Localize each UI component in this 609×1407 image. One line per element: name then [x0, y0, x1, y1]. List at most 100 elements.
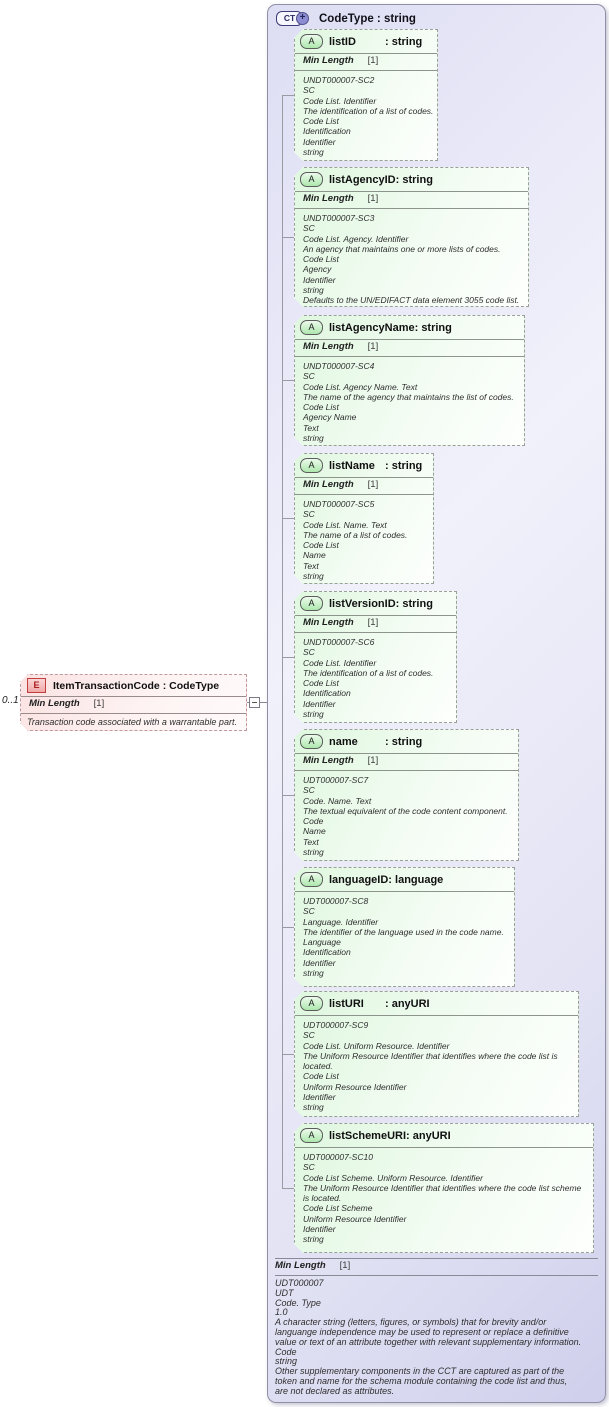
- facet-label: Min Length: [303, 55, 354, 66]
- facet-value: [1]: [367, 479, 379, 490]
- attribute-box-name[interactable]: A name : string Min Length [1] UDT000007-…: [294, 729, 519, 861]
- facet-label: Min Length: [303, 193, 354, 204]
- complextype-icon: CT+: [276, 11, 309, 26]
- divider: [295, 753, 518, 754]
- attribute-type: : string: [385, 735, 423, 748]
- attribute-header: A listAgencyID : string: [295, 168, 528, 191]
- attribute-type: : string: [414, 321, 452, 334]
- complextype-facet-row: Min Length[1]: [275, 1260, 350, 1271]
- tree-stub: [282, 927, 295, 928]
- divider: [295, 1015, 578, 1016]
- facet-row: Min Length [1]: [295, 754, 518, 770]
- attribute-type: : string: [395, 597, 433, 610]
- divider: [295, 770, 518, 771]
- attribute-type: : string: [385, 459, 423, 472]
- complextype-description: UDT000007 UDT Code. Type 1.0 A character…: [275, 1278, 582, 1396]
- attribute-name: listURI: [329, 997, 364, 1010]
- attribute-header: A languageID : language: [295, 868, 514, 891]
- divider: [295, 356, 524, 357]
- divider: [295, 208, 528, 209]
- complextype-header: CT+ CodeType : string: [276, 11, 416, 26]
- facet-value: [1]: [93, 698, 105, 709]
- element-description: Transaction code associated with a warra…: [27, 717, 237, 727]
- attribute-type: : anyURI: [406, 1129, 451, 1142]
- attribute-name: listAgencyID: [329, 173, 396, 186]
- plus-icon: +: [296, 12, 309, 25]
- tree-stub: [282, 518, 295, 519]
- attribute-box-listuri[interactable]: A listURI : anyURI UDT000007-SC9 SC Code…: [294, 991, 579, 1117]
- complextype-codetype[interactable]: CT+ CodeType : string A listID : string …: [267, 4, 606, 1403]
- element-facet-row: Min Length [1]: [21, 697, 246, 713]
- tree-stub: [282, 795, 295, 796]
- attribute-icon: A: [300, 34, 323, 49]
- attribute-description: UNDT000007-SC5 SC Code List. Name. Text …: [303, 499, 408, 582]
- tree-line: [282, 95, 283, 1188]
- divider: [295, 615, 456, 616]
- divider: [295, 339, 524, 340]
- divider: [295, 53, 437, 54]
- collapse-toggle[interactable]: [249, 697, 260, 708]
- attribute-name: languageID: [329, 873, 389, 886]
- attribute-box-listid[interactable]: A listID : string Min Length[1] UNDT0000…: [294, 29, 438, 161]
- divider: [295, 477, 433, 478]
- attribute-description: UDT000007-SC10 SC Code List Scheme. Unif…: [303, 1152, 582, 1245]
- facet-row: Min Length [1]: [295, 54, 437, 70]
- attribute-box-listagencyid[interactable]: A listAgencyID : string Min Length [1] UN…: [294, 167, 529, 307]
- attribute-box-listagencyname[interactable]: A listAgencyName : string Min Length[1] …: [294, 315, 525, 446]
- attribute-type: : language: [388, 873, 444, 886]
- attribute-header: A listURI : anyURI: [295, 992, 578, 1015]
- attribute-name: listID: [329, 35, 356, 48]
- facet-label: Min Length: [303, 479, 354, 490]
- attribute-name: listVersionID: [329, 597, 396, 610]
- attribute-type: : string: [395, 173, 433, 186]
- attribute-header: A listSchemeURI : anyURI: [295, 1124, 593, 1147]
- attribute-box-listschemeuri[interactable]: A listSchemeURI : anyURI UDT000007-SC10 …: [294, 1123, 594, 1253]
- attribute-box-languageid[interactable]: A languageID : language UDT000007-SC8 SC…: [294, 867, 515, 987]
- attribute-box-listname[interactable]: A listName : string Min Length[1] UNDT00…: [294, 453, 434, 584]
- divider: [21, 696, 246, 697]
- attribute-header: A listVersionID : string: [295, 592, 456, 615]
- divider: [21, 713, 246, 714]
- attribute-icon: A: [300, 458, 323, 473]
- attribute-icon: A: [300, 1128, 323, 1143]
- attribute-description: UNDT000007-SC6 SC Code List. Identifier …: [303, 637, 434, 720]
- attribute-icon: A: [300, 996, 323, 1011]
- complextype-icon-label: CT: [283, 13, 296, 23]
- facet-value: [1]: [367, 193, 379, 204]
- element-itemtransactioncode[interactable]: E ItemTransactionCode : CodeType Min Len…: [20, 674, 247, 731]
- divider: [295, 891, 514, 892]
- facet-label: Min Length: [29, 698, 80, 709]
- tree-stub: [282, 380, 295, 381]
- attribute-icon: A: [300, 172, 323, 187]
- facet-row: Min Length[1]: [295, 616, 456, 632]
- facet-label: Min Length: [303, 341, 354, 352]
- divider: [275, 1258, 598, 1259]
- facet-value: [1]: [367, 755, 379, 766]
- attribute-type: : anyURI: [385, 997, 430, 1010]
- attribute-name: listAgencyName: [329, 321, 415, 334]
- attribute-header: A listID : string: [295, 30, 437, 53]
- element-header: E ItemTransactionCode : CodeType: [21, 675, 246, 696]
- tree-stub: [282, 95, 295, 96]
- attribute-description: UNDT000007-SC3 SC Code List. Agency. Ide…: [303, 213, 520, 306]
- attribute-icon: A: [300, 872, 323, 887]
- tree-stub: [282, 1054, 295, 1055]
- attribute-description: UDT000007-SC7 SC Code. Name. Text The te…: [303, 775, 508, 858]
- attribute-icon: A: [300, 596, 323, 611]
- facet-row: Min Length [1]: [295, 340, 524, 356]
- element-title: ItemTransactionCode : CodeType: [53, 679, 220, 692]
- divider: [295, 494, 433, 495]
- facet-label: Min Length: [303, 617, 354, 628]
- facet-label: Min Length: [303, 755, 354, 766]
- attribute-box-listversionid[interactable]: A listVersionID : string Min Length[1] U…: [294, 591, 457, 723]
- divider: [275, 1275, 598, 1276]
- facet-value: [1]: [367, 341, 379, 352]
- attribute-icon: A: [300, 320, 323, 335]
- facet-row: Min Length [1]: [295, 192, 528, 208]
- cardinality-label: 0..1: [2, 695, 19, 706]
- attribute-type: : string: [385, 35, 423, 48]
- facet-row: Min Length [1]: [295, 478, 433, 494]
- facet-value: [1]: [367, 55, 379, 66]
- attribute-header: A name : string: [295, 730, 518, 753]
